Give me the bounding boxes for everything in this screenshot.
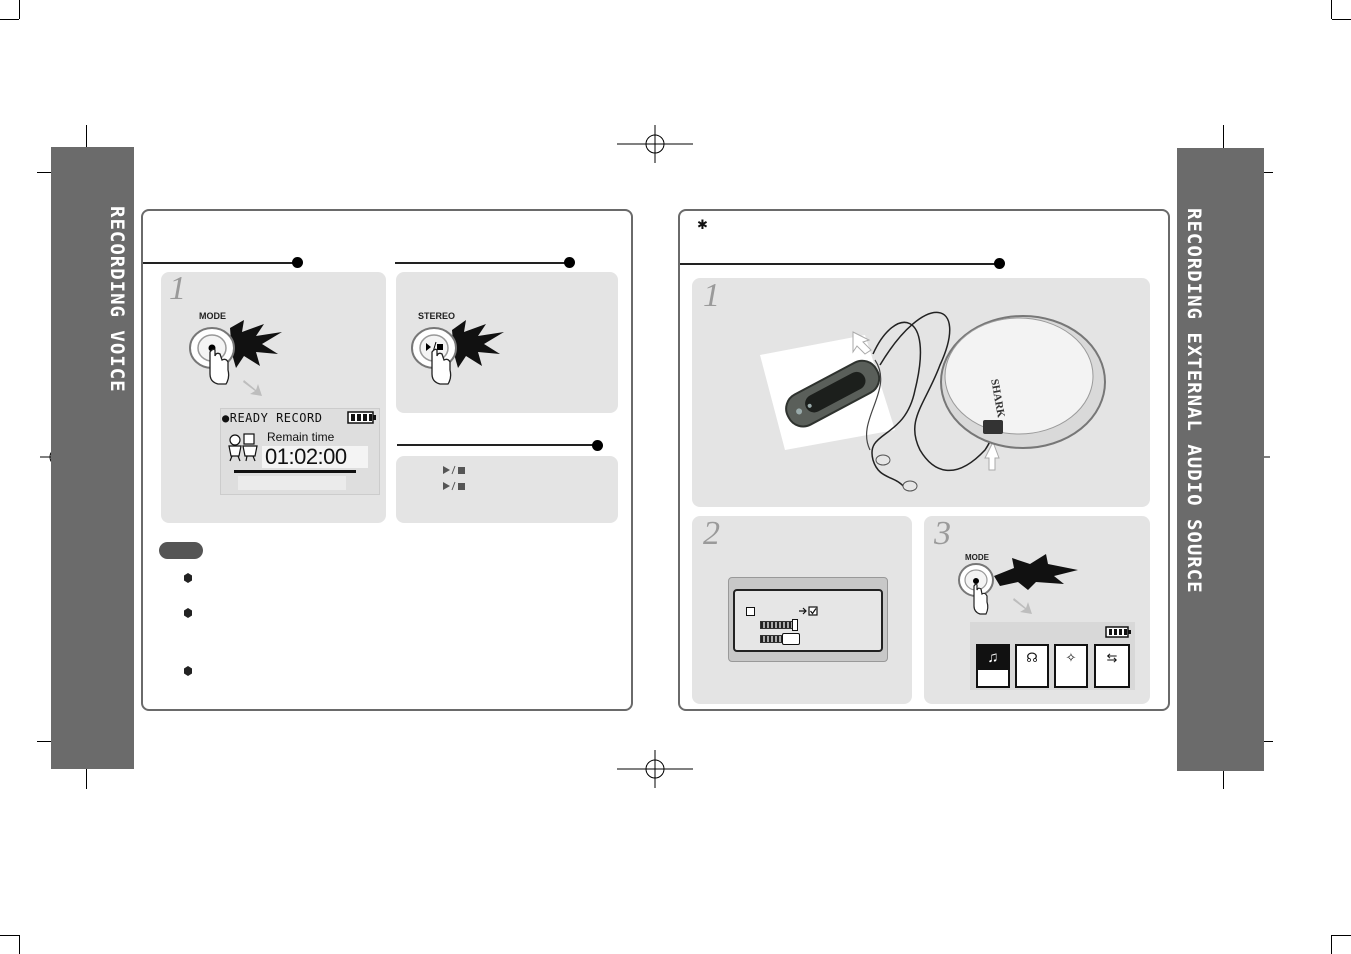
checkbox-icon — [746, 607, 755, 616]
play-stop-button-illustration — [411, 320, 504, 385]
crop-mark — [19, 935, 20, 954]
slider-track — [760, 635, 784, 643]
remain-time-text: 01:02:00 — [265, 444, 347, 469]
remain-time-value — [262, 446, 368, 468]
people-icon — [228, 433, 258, 462]
section-rule — [395, 262, 567, 264]
slider-knob — [782, 633, 800, 645]
mode-button-illustration — [958, 554, 1078, 615]
menu-icon-voice[interactable]: ☊ — [1015, 644, 1049, 688]
play-stop-icon — [443, 465, 465, 475]
slider-knob — [792, 619, 798, 631]
battery-icon — [1105, 626, 1131, 638]
connection-illustration — [760, 311, 1106, 492]
line-in-icon: ⇆ — [1106, 650, 1118, 665]
voice-icon: ☊ — [1026, 650, 1038, 665]
note-symbol: ✱ — [697, 217, 708, 232]
menu-icon-music[interactable]: ♫ — [976, 644, 1010, 688]
crop-mark — [1332, 935, 1351, 936]
step-number: 3 — [934, 515, 951, 552]
crop-mark — [0, 935, 19, 936]
step-number: 1 — [169, 270, 186, 307]
note-bullet — [184, 573, 192, 583]
step-number: 2 — [703, 515, 720, 552]
note-badge — [159, 542, 203, 559]
stereo-label: STEREO — [418, 311, 456, 321]
arrow-icon — [243, 380, 262, 396]
battery-icon — [347, 411, 376, 424]
right-side-tab — [1177, 148, 1264, 771]
right-tab-title: RECORDING EXTERNAL AUDIO SOURCE — [1183, 208, 1205, 594]
crop-mark — [0, 19, 19, 20]
section-rule — [397, 444, 595, 446]
step-number: 1 — [703, 277, 720, 314]
mode-button-illustration — [189, 320, 282, 385]
crop-mark — [19, 0, 20, 19]
play-stop-icon — [443, 481, 465, 491]
rule-dot — [564, 257, 575, 268]
fm-icon: ✧ — [1065, 650, 1077, 665]
lcd-footer — [238, 476, 346, 490]
progress-bar — [234, 470, 356, 473]
mode-label: MODE — [965, 553, 989, 562]
music-icon: ♫ — [978, 646, 1008, 670]
rule-dot — [994, 258, 1005, 269]
section-rule — [680, 263, 998, 265]
voice-playback-panel — [396, 456, 618, 523]
arrow-icon — [1013, 598, 1032, 614]
crop-mark — [1331, 935, 1332, 954]
arrow-check-icon — [799, 606, 818, 616]
note-bullet — [184, 608, 192, 618]
left-tab-title: RECORDING VOICE — [106, 206, 128, 393]
menu-icon-fm[interactable]: ✧ — [1054, 644, 1088, 688]
settings-screen-inner — [733, 589, 883, 652]
section-rule — [143, 262, 296, 264]
rule-dot — [292, 257, 303, 268]
note-bullet — [184, 666, 192, 676]
menu-icon-linein[interactable]: ⇆ — [1094, 644, 1130, 688]
remain-time-label: Remain time — [267, 430, 335, 444]
rule-dot — [592, 440, 603, 451]
mode-label: MODE — [199, 311, 226, 321]
crop-mark — [1332, 19, 1351, 20]
slider-track — [760, 621, 796, 629]
crop-mark — [1331, 0, 1332, 19]
lcd-status-text: ●READY RECORD — [222, 411, 323, 425]
left-side-tab — [51, 147, 134, 769]
